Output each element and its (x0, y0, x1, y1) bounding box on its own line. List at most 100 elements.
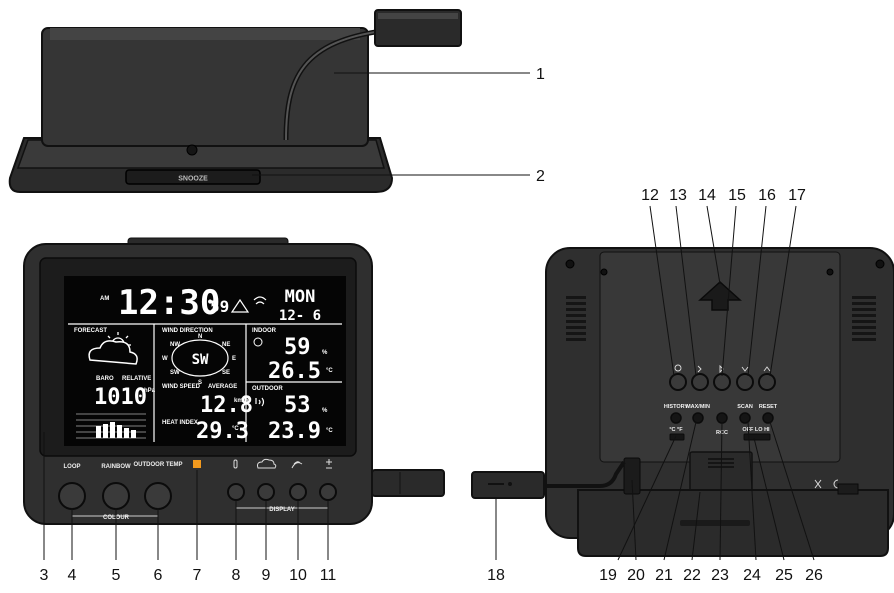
compass-w: W (162, 356, 168, 362)
callout-16: 16 (758, 187, 776, 204)
baro-label: BARO (96, 376, 114, 382)
callout-2: 2 (536, 168, 545, 185)
callout-17: 17 (788, 187, 806, 204)
history-label: HISTORY (664, 404, 688, 410)
alarm-button[interactable] (669, 373, 687, 391)
speaker-button[interactable] (713, 373, 731, 391)
compass-ring (171, 339, 229, 377)
sound-button[interactable] (691, 373, 709, 391)
vent-left (566, 296, 586, 341)
callout-5: 5 (112, 567, 121, 584)
rainbow-button[interactable] (102, 482, 130, 510)
am-indicator: AM (100, 296, 109, 302)
lcd-seconds: 59 (210, 297, 229, 316)
loop-label: LOOP (63, 464, 80, 470)
top-view: SNOOZE (8, 9, 462, 193)
back-cable (544, 460, 626, 488)
callout-18: 18 (487, 567, 505, 584)
callout-11: 11 (320, 567, 337, 584)
lcd-date: 12- 6 (279, 308, 321, 324)
heat-index-unit: °C (232, 426, 239, 432)
outdoor-temp-unit: °C (326, 428, 333, 434)
back-button-icons (674, 364, 771, 374)
display-button-2[interactable] (257, 483, 275, 501)
vent-right (852, 296, 876, 341)
wind-speed-label: WIND SPEED (162, 384, 201, 390)
callout-7: 7 (193, 567, 202, 584)
wind-direction-label: WIND DIRECTION (162, 328, 213, 334)
average-label: AVERAGE (208, 384, 237, 390)
callout-15: 15 (728, 187, 746, 204)
cloud-icon (88, 340, 138, 365)
light-switch[interactable] (743, 433, 771, 441)
callout-21: 21 (655, 567, 673, 584)
scan-label: SCAN (737, 404, 753, 410)
indoor-label: INDOOR (252, 328, 277, 334)
lcd-pressure: 1010 (94, 385, 147, 410)
ce-mark-icon (814, 479, 839, 489)
callout-4: 4 (68, 567, 77, 584)
unit-switch[interactable] (669, 433, 685, 441)
callout-10: 10 (289, 567, 307, 584)
heat-index-label: HEAT INDEX (162, 420, 198, 426)
display-button-1[interactable] (227, 483, 245, 501)
compass-n: N (198, 334, 202, 340)
maxmin-button[interactable] (692, 412, 704, 424)
up-button[interactable] (758, 373, 776, 391)
display-button-4[interactable] (319, 483, 337, 501)
light-sensor (193, 460, 201, 468)
down-button[interactable] (736, 373, 754, 391)
callout-25: 25 (775, 567, 793, 584)
lcd-time: 12:30 (118, 283, 220, 323)
top-view-stand-top (50, 28, 360, 40)
snooze-label: SNOOZE (178, 176, 208, 183)
scan-button[interactable] (739, 412, 751, 424)
compass-e: E (232, 356, 236, 362)
callout-14: 14 (698, 187, 716, 204)
indoor-temp-unit: °C (326, 368, 333, 374)
lcd-day: MON (285, 287, 316, 307)
callout-13: 13 (669, 187, 687, 204)
light-switch-label: OFF LO HI (742, 427, 770, 433)
compass-se: SE (222, 370, 230, 376)
callout-8: 8 (232, 567, 241, 584)
callout-20: 20 (627, 567, 645, 584)
compass-sw: SW (170, 370, 180, 376)
loop-button[interactable] (58, 482, 86, 510)
compass-ne: NE (222, 342, 230, 348)
outdoor-temp-label: OUTDOOR TEMP (134, 462, 183, 468)
cloud-small-icon (257, 458, 277, 469)
outdoor-label: OUTDOOR (252, 386, 283, 392)
back-cable-jack (623, 457, 641, 495)
outdoor-temp-button[interactable] (144, 482, 172, 510)
compass-nw: NW (170, 342, 180, 348)
lcd-outdoor-humidity: 53 (284, 393, 311, 418)
callout-24: 24 (743, 567, 761, 584)
lcd-indoor-temp: 26.5 (268, 359, 321, 384)
wind-icon (291, 461, 303, 469)
lcd-heat-index: 29.3 (196, 419, 249, 444)
unit-c-f-label: °C °F (669, 427, 683, 433)
history-button[interactable] (670, 412, 682, 424)
back-right-clip (837, 483, 859, 495)
wind-unit: km/h (234, 398, 248, 404)
callout-3: 3 (40, 567, 49, 584)
reset-button[interactable] (762, 412, 774, 424)
lcd-wind-speed: 12.8 (200, 393, 253, 418)
rcc-button[interactable] (716, 412, 728, 424)
front-side-connector (371, 469, 445, 497)
signal-icon (253, 296, 267, 305)
display-button-3[interactable] (289, 483, 307, 501)
lcd-indoor-humidity: 59 (284, 335, 311, 360)
outdoor-humidity-unit: % (322, 408, 328, 414)
snooze-bar[interactable] (125, 169, 261, 185)
callout-26: 26 (805, 567, 823, 584)
plus-minus-icon (326, 459, 332, 469)
callout-22: 22 (683, 567, 701, 584)
forecast-label: FORECAST (74, 328, 107, 334)
back-screws (565, 259, 885, 276)
display-label: DISPLAY (269, 507, 294, 513)
callout-numbers: 1 2 3 4 5 6 7 8 9 10 11 18 12 13 14 15 1… (40, 66, 823, 584)
lcd-wind-direction: SW (192, 352, 209, 368)
